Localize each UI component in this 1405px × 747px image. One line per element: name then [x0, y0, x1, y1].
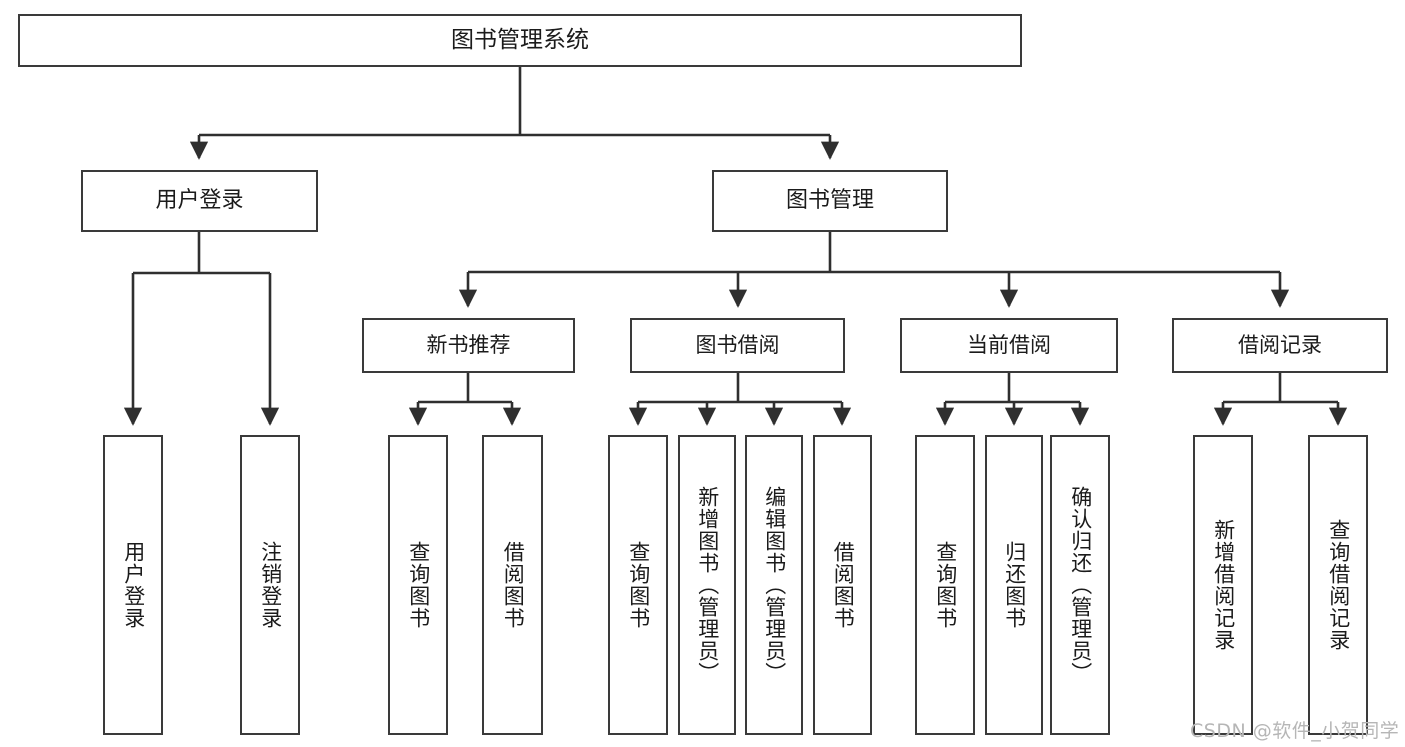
leaf-borrow-book-recommend[interactable]: 借阅图书: [482, 435, 543, 735]
node-label: 借阅图书: [831, 541, 856, 629]
node-label: 查询图书: [406, 541, 431, 629]
leaf-add-borrow-record[interactable]: 新增借阅记录: [1193, 435, 1253, 735]
leaf-edit-book-admin[interactable]: 编辑图书（管理员）: [745, 435, 803, 735]
node-label: 查询图书: [626, 541, 651, 629]
node-label: 编辑图书（管理员）: [762, 486, 787, 684]
node-label: 图书借阅: [695, 333, 780, 358]
node-label: 新增图书（管理员）: [695, 486, 720, 684]
leaf-user-logout[interactable]: 注销登录: [240, 435, 300, 735]
leaf-borrow-book[interactable]: 借阅图书: [813, 435, 872, 735]
node-label: 借阅记录: [1238, 333, 1322, 358]
node-label: 当前借阅: [967, 333, 1051, 358]
node-label: 图书管理: [785, 188, 874, 214]
node-label: 借阅图书: [501, 541, 526, 629]
leaf-query-borrow-record[interactable]: 查询借阅记录: [1308, 435, 1368, 735]
node-label: 归还图书: [1002, 541, 1027, 629]
node-label: 用户登录: [121, 541, 146, 629]
node-label: 查询图书: [933, 541, 958, 629]
leaf-confirm-return-admin[interactable]: 确认归还（管理员）: [1050, 435, 1110, 735]
leaf-query-book-current[interactable]: 查询图书: [915, 435, 975, 735]
node-label: 用户登录: [155, 188, 244, 214]
node-label: 确认归还（管理员）: [1068, 486, 1093, 684]
leaf-query-book-borrow[interactable]: 查询图书: [608, 435, 668, 735]
leaf-return-book[interactable]: 归还图书: [985, 435, 1043, 735]
node-label: 注销登录: [258, 541, 283, 629]
node-current-borrow[interactable]: 当前借阅: [900, 318, 1118, 373]
node-label: 图书管理系统: [451, 26, 589, 53]
node-borrow-record[interactable]: 借阅记录: [1172, 318, 1388, 373]
leaf-add-book-admin[interactable]: 新增图书（管理员）: [678, 435, 736, 735]
node-book-management[interactable]: 图书管理: [712, 170, 948, 232]
node-user-login[interactable]: 用户登录: [81, 170, 318, 232]
node-label: 新书推荐: [426, 333, 511, 358]
csdn-watermark: CSDN @软件_小贺同学: [1190, 720, 1400, 742]
node-root-book-management-system[interactable]: 图书管理系统: [18, 14, 1022, 67]
node-book-borrow[interactable]: 图书借阅: [630, 318, 845, 373]
node-label: 新增借阅记录: [1211, 519, 1236, 651]
leaf-user-login[interactable]: 用户登录: [103, 435, 163, 735]
node-label: 查询借阅记录: [1326, 519, 1351, 651]
leaf-query-book-recommend[interactable]: 查询图书: [388, 435, 448, 735]
node-new-book-recommend[interactable]: 新书推荐: [362, 318, 575, 373]
